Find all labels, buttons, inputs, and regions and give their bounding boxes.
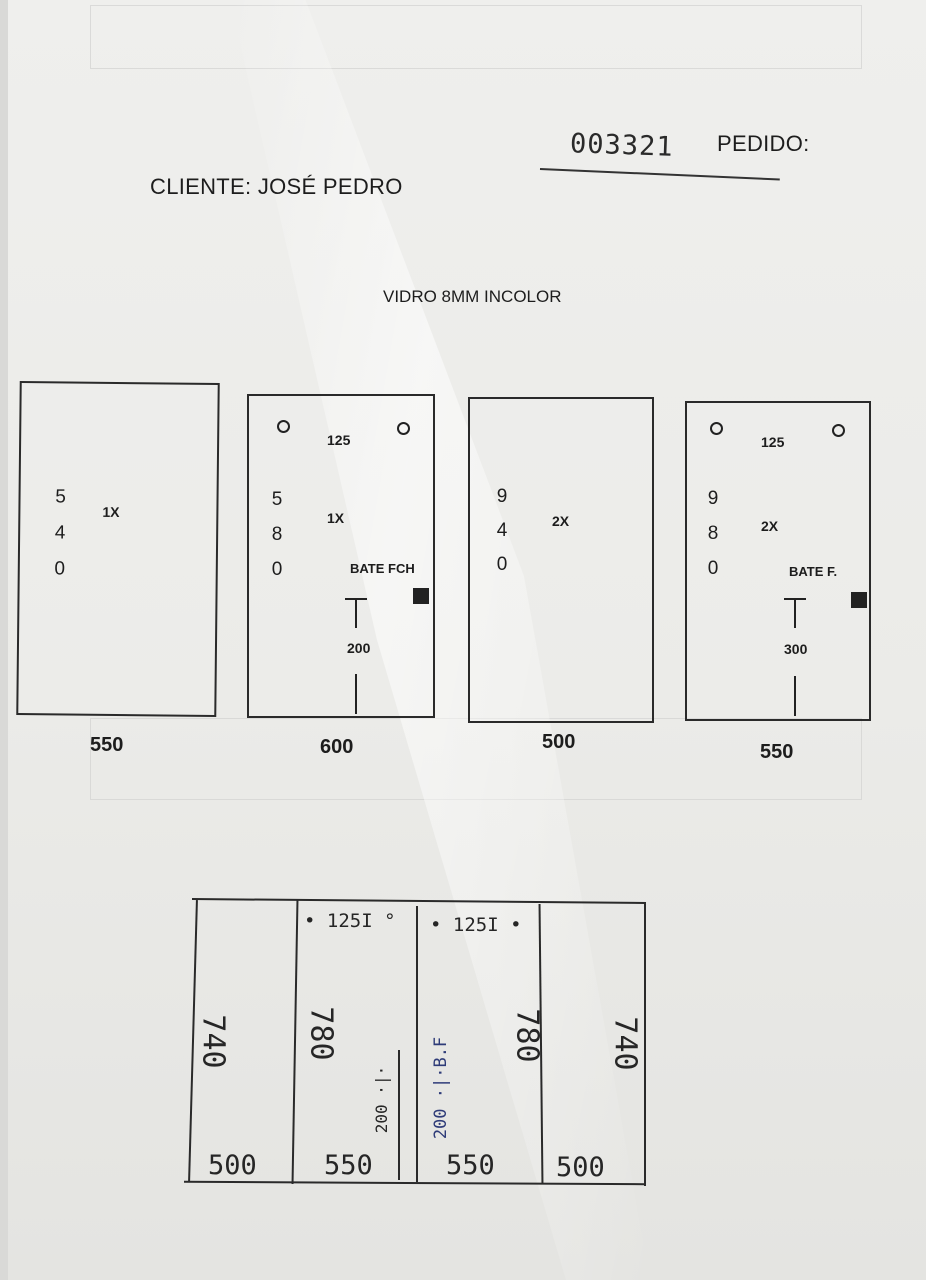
panel-4-height-digit: 0 [707,558,719,579]
sketch-width-2: 550 [324,1150,373,1181]
glass-panel-4: 125 9 8 0 2X BATE F. 300 [685,401,871,721]
glass-panel-1: 5 4 0 1X [16,380,220,718]
sketch-side-note: 200 ·|·B.F [431,1036,452,1140]
sketch-width-4: 500 [556,1152,605,1183]
panel-4-height-digit: 8 [707,523,719,544]
panel-2-height-digit: 0 [271,559,283,580]
lock-block-icon [413,588,429,604]
panel-1-width: 550 [90,734,124,756]
handle-line-icon [794,676,796,716]
cliente-label: CLIENTE: JOSÉ PEDRO [150,174,403,199]
panel-4-lock-label: BATE F. [789,564,838,579]
hinge-hole-icon [397,422,410,435]
sketch-top-note: 125I [326,910,373,932]
sketch-height-1: 740 [195,1014,231,1069]
handle-stem-icon [794,598,796,628]
sketch-note: • 125I • [430,914,522,936]
faint-printed-table-lower [90,718,862,800]
sketch-side-note: 200 ·|· [372,1065,392,1134]
panel-2-height-digit: 8 [271,524,283,545]
panel-2-width: 600 [320,736,354,758]
sketch-note: • 125I ° [304,910,396,932]
sketch-height-4: 740 [607,1016,643,1071]
glass-panel-3: 9 4 0 2X [468,397,654,723]
panel-3-height-digit: 4 [496,520,508,541]
panel-3-quantity: 2X [552,513,570,529]
panel-1-height-digit: 0 [54,558,66,580]
material-label: VIDRO 8MM INCOLOR [383,287,562,306]
hinge-hole-icon [832,424,845,437]
pedido-label: PEDIDO: [717,131,810,156]
glass-panel-2: 125 5 8 0 1X BATE FCH 200 [247,394,435,718]
handle-stem-icon [355,598,357,628]
panel-2-top-dim: 125 [327,432,351,448]
handle-line-icon [355,674,357,714]
panel-1-height-digit: 4 [54,522,66,544]
panel-4-quantity: 2X [761,518,779,534]
lock-block-icon [851,592,867,608]
panel-3-height-digit: 0 [496,554,508,575]
panel-4-width: 550 [760,741,794,763]
hinge-hole-icon [277,420,290,433]
panel-3-height-digit: 9 [496,486,508,507]
panel-3-width: 500 [542,731,576,753]
sketch-right-edge [644,904,646,1186]
faint-printed-table [90,5,862,69]
pedido-number: 003321 [569,128,675,163]
sketch-divider [416,906,418,1182]
hand-sketch: • 125I ° • 125I • 740 780 780 740 200 ·|… [183,898,647,1188]
panel-1-quantity: 1X [102,503,120,521]
panel-2-quantity: 1X [327,510,345,526]
panel-2-height-digit: 5 [271,489,283,510]
sketch-width-3: 550 [446,1150,495,1181]
panel-4-handle-dim: 300 [784,641,808,657]
panel-4-height-digit: 9 [707,488,719,509]
sketch-top-note: 125I [452,914,499,936]
sketch-height-3: 780 [509,1008,545,1063]
panel-2-lock-label: BATE FCH [350,561,415,576]
hinge-hole-icon [710,422,723,435]
panel-2-handle-dim: 200 [347,640,371,656]
panel-1-height-digit: 5 [55,486,66,508]
sketch-width-1: 500 [208,1150,257,1181]
panel-4-top-dim: 125 [761,434,785,450]
sketch-handle-line [398,1050,400,1180]
sketch-height-2: 780 [303,1006,339,1061]
